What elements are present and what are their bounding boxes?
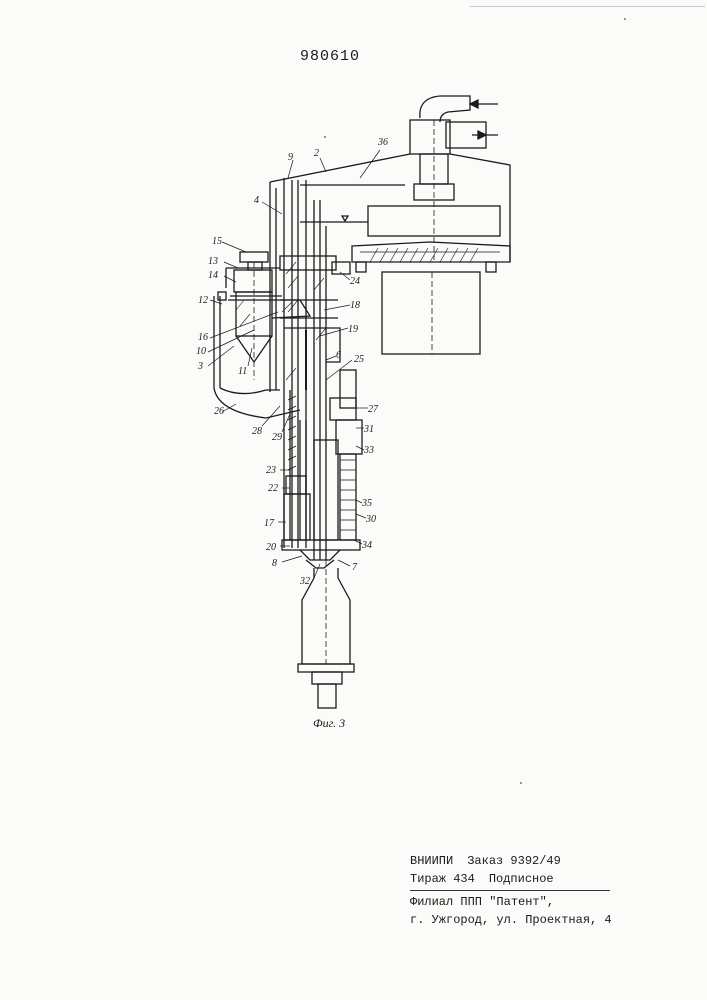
part-label-28: 28 — [252, 426, 262, 437]
imprint-subscription: Подписное — [489, 872, 554, 886]
part-label-34: 34 — [361, 540, 372, 551]
part-label-10: 10 — [196, 346, 206, 357]
figure-caption: Фиг. 3 — [313, 716, 345, 731]
part-label-8: 8 — [272, 558, 277, 569]
part-label-14: 14 — [208, 270, 218, 281]
imprint-block: ВНИИПИ Заказ 9392/49 Тираж 434 Подписное Ф… — [410, 852, 610, 929]
speck — [324, 136, 326, 138]
part-label-6: 6 — [336, 350, 341, 361]
part-label-36: 36 — [377, 137, 388, 148]
part-label-13: 13 — [208, 256, 218, 267]
imprint-address: г. Ужгород, ул. Проектная, 4 — [410, 911, 610, 929]
part-label-31: 31 — [363, 424, 374, 435]
imprint-row-1: ВНИИПИ Заказ 9392/49 — [410, 852, 610, 870]
part-label-18: 18 — [350, 300, 360, 311]
side-reservoir — [214, 252, 310, 418]
right-mechanism — [282, 370, 362, 568]
part-label-24: 24 — [350, 276, 360, 287]
part-label-11: 11 — [238, 366, 247, 377]
part-label-30: 30 — [365, 514, 376, 525]
part-label-17: 17 — [264, 518, 275, 529]
imprint-publisher: ВНИИПИ — [410, 854, 453, 868]
imprint-print-run: Тираж 434 — [410, 872, 475, 886]
part-label-26: 26 — [214, 406, 224, 417]
imprint-order: Заказ 9392/49 — [467, 854, 561, 868]
part-label-27: 27 — [368, 404, 379, 415]
part-label-12: 12 — [198, 295, 208, 306]
imprint-row-2: Тираж 434 Подписное — [410, 870, 610, 888]
part-label-35: 35 — [361, 498, 372, 509]
part-label-32: 32 — [299, 576, 310, 587]
part-label-29: 29 — [272, 432, 282, 443]
part-label-20: 20 — [266, 542, 276, 553]
part-label-9: 9 — [288, 152, 293, 163]
part-label-33: 33 — [363, 445, 374, 456]
imprint-branch: Филиал ППП "Патент", — [410, 893, 610, 911]
part-label-2: 2 — [314, 148, 319, 159]
part-label-4: 4 — [254, 195, 259, 206]
part-label-16: 16 — [198, 332, 208, 343]
speck — [520, 782, 522, 784]
part-label-25: 25 — [354, 354, 364, 365]
part-label-7: 7 — [352, 562, 358, 573]
imprint-divider — [410, 890, 610, 891]
part-label-3: 3 — [197, 361, 203, 372]
part-label-19: 19 — [348, 324, 358, 335]
speck — [624, 18, 626, 20]
part-label-23: 23 — [266, 465, 276, 476]
part-label-15: 15 — [212, 236, 222, 247]
part-label-22: 22 — [268, 483, 278, 494]
